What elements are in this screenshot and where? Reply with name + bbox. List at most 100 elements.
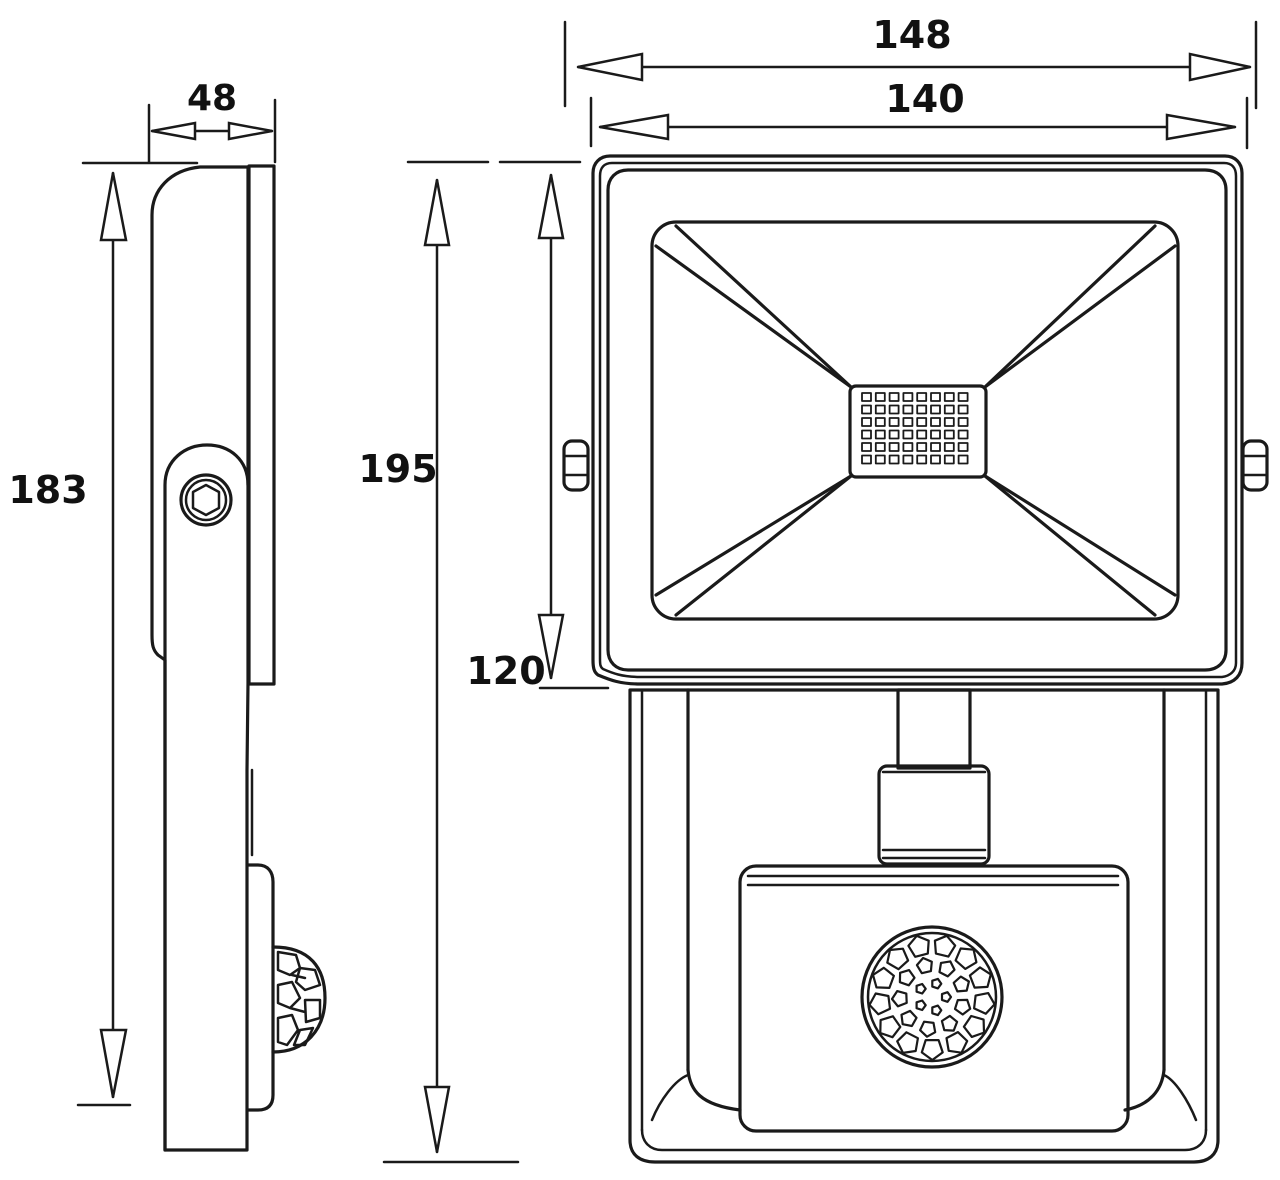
pir-facet — [915, 999, 927, 1012]
led-cell — [902, 392, 914, 402]
pir-facet — [896, 1031, 920, 1055]
lamp-height-label: 120 — [466, 649, 545, 693]
led-cell — [888, 454, 900, 465]
led-cell — [874, 392, 886, 402]
sensor-joint — [877, 764, 991, 866]
pir-facet — [938, 960, 956, 978]
sensor-housing — [738, 864, 1130, 1133]
total-height-label: 195 — [358, 447, 437, 491]
led-cell — [943, 454, 955, 465]
led-cell — [888, 392, 900, 402]
front-bezel — [606, 168, 1228, 672]
led-cell — [902, 454, 914, 465]
inner-width-label: 140 — [885, 77, 964, 121]
led-cell — [888, 404, 900, 415]
led-cell — [861, 429, 872, 440]
led-cell — [943, 392, 955, 402]
side-height-label: 183 — [8, 468, 87, 512]
pir-facet — [868, 992, 892, 1016]
side-view: 48 183 — [8, 78, 327, 1152]
pir-facet — [879, 1015, 902, 1039]
left-mount-nut-icon — [562, 439, 590, 492]
led-array-icon — [861, 392, 969, 465]
side-front-glass — [247, 164, 276, 686]
led-cell — [943, 442, 955, 452]
right-mount-nut-icon — [1241, 439, 1269, 492]
sensor-stem — [896, 688, 972, 770]
led-cell — [957, 404, 969, 415]
led-cell — [930, 392, 941, 402]
led-cell — [874, 429, 886, 440]
led-cell — [930, 442, 941, 452]
led-cell — [916, 454, 928, 465]
led-cell — [888, 417, 900, 427]
led-cell — [943, 417, 955, 427]
led-cell — [902, 442, 914, 452]
pir-facet — [940, 1014, 959, 1032]
led-cell — [874, 417, 886, 427]
pir-facet — [940, 991, 953, 1003]
led-cell — [874, 404, 886, 415]
pivot-bolt-icon — [179, 473, 233, 527]
pir-facet — [918, 1020, 937, 1038]
led-cell — [861, 417, 872, 427]
pir-facet — [871, 966, 896, 990]
pir-facet — [952, 975, 971, 993]
led-cell — [930, 454, 941, 465]
pir-facet — [886, 947, 910, 971]
side-sensor-housing — [246, 863, 275, 1112]
dimension-depth: 48 — [147, 78, 277, 164]
pir-facet — [962, 1014, 986, 1039]
led-cell — [861, 442, 872, 452]
front-housing-outer — [591, 154, 1244, 686]
dimension-side-height: 183 — [8, 161, 199, 1107]
led-cell — [957, 429, 969, 440]
pir-sensor-lens-icon — [860, 925, 1004, 1069]
led-cell — [943, 429, 955, 440]
total-width-label: 148 — [872, 13, 951, 57]
pir-facet — [953, 998, 972, 1016]
pir-facet — [954, 947, 978, 971]
led-cell — [916, 392, 928, 402]
led-cell — [916, 417, 928, 427]
led-cell — [957, 454, 969, 465]
reflector-window — [650, 220, 1180, 621]
pir-facet — [931, 977, 943, 990]
led-cell — [888, 442, 900, 452]
side-bracket-arm — [163, 443, 250, 1152]
led-cell — [874, 454, 886, 465]
led-cell — [902, 404, 914, 415]
led-cell — [861, 392, 872, 402]
pir-facet — [945, 1030, 969, 1054]
led-cell — [957, 417, 969, 427]
led-cell — [916, 442, 928, 452]
dimension-lamp-height: 120 — [466, 160, 610, 693]
led-cell — [902, 417, 914, 427]
led-cell — [916, 404, 928, 415]
pir-facet — [920, 1038, 944, 1062]
dimension-inner-width: 140 — [589, 77, 1249, 150]
led-cell — [930, 429, 941, 440]
depth-label: 48 — [187, 78, 237, 119]
pir-facet — [968, 966, 992, 989]
pir-facet — [907, 934, 930, 958]
pir-facet — [915, 956, 933, 975]
pir-facet — [900, 1009, 918, 1028]
led-cell — [957, 442, 969, 452]
led-cell — [916, 429, 928, 440]
pir-facet — [915, 982, 927, 995]
led-chip — [848, 384, 988, 479]
pir-facet — [933, 934, 957, 958]
led-cell — [902, 429, 914, 440]
pir-facet — [972, 991, 996, 1015]
led-cell — [874, 442, 886, 452]
dimension-total-height: 195 — [358, 160, 520, 1164]
led-cell — [930, 404, 941, 415]
front-bracket — [628, 688, 1220, 1164]
led-cell — [957, 392, 969, 402]
pir-facet — [890, 989, 908, 1008]
side-sensor-lens-icon — [271, 945, 327, 1054]
led-cell — [943, 404, 955, 415]
front-view — [562, 154, 1269, 1164]
